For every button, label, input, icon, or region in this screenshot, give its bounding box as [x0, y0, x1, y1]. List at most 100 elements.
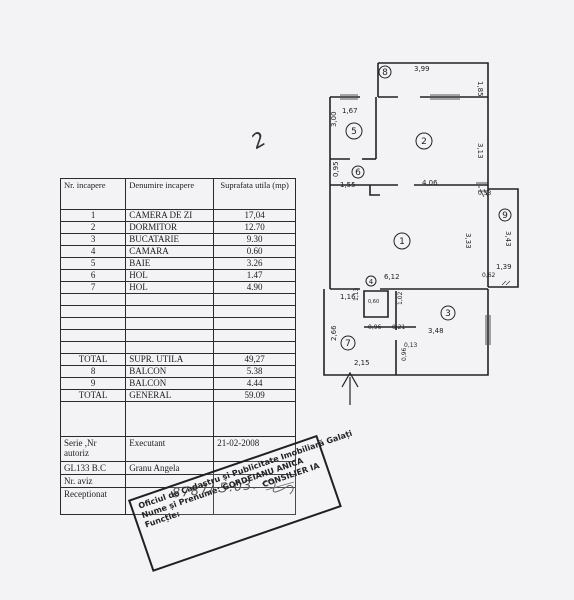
table-row: 2 DORMITOR 12.70: [59, 221, 296, 234]
header-nr: Nr. incapere: [59, 178, 127, 210]
dim-label: 1,67: [342, 107, 358, 115]
room-name: CAMERA DE ZI: [125, 209, 215, 222]
room-name: HOL: [125, 269, 215, 282]
table-row: 6 HOL 1.47: [59, 269, 296, 282]
total-label: TOTAL: [59, 353, 127, 366]
room-area: 3.26: [213, 257, 296, 270]
room-area: 17,04: [213, 209, 296, 222]
dim-label: 2,15: [354, 359, 370, 367]
dim-label: 0,53: [478, 190, 492, 197]
info-row-serie: Serie ,Nr autoriz Executant 21-02-2008: [59, 436, 296, 462]
plan-room-7: 7: [345, 339, 351, 349]
table-row: 5 BAIE 3.26: [59, 257, 296, 270]
room-area: 9.30: [213, 233, 296, 246]
serie-value: GL133 B.C: [59, 461, 127, 475]
total-general-name: GENERAL: [125, 389, 215, 402]
total-util-row: TOTAL SUPR. UTILA 49,27: [59, 353, 296, 366]
room-area: 0.60: [213, 245, 296, 258]
executant-label: Executant: [125, 436, 215, 462]
balcony-area: 5.38: [213, 365, 296, 378]
handwritten-mark: 2: [246, 126, 270, 154]
dim-label: 0,95: [332, 161, 340, 177]
dim-label: 3,13: [476, 143, 484, 159]
room-area: 12.70: [213, 221, 296, 234]
room-nr: 4: [59, 245, 127, 258]
dim-label: 1,55: [340, 181, 356, 189]
total-general-label: TOTAL: [59, 389, 127, 402]
room-nr: 3: [59, 233, 127, 246]
table-blank-row: [59, 329, 296, 342]
table-blank-row: [59, 305, 296, 318]
table-row: 8 BALCON 5.38: [59, 365, 296, 378]
receptionat-label: Receptionat: [59, 487, 127, 515]
table-row: 9 BALCON 4.44: [59, 377, 296, 390]
total-area: 49,27: [213, 353, 296, 366]
dim-label: 3,33: [464, 233, 472, 249]
room-name: CAMARA: [125, 245, 215, 258]
dim-label: 1,16: [340, 293, 356, 301]
dim-label: 0,62: [482, 272, 496, 279]
dim-label: 3,99: [414, 65, 430, 73]
total-name: SUPR. UTILA: [125, 353, 215, 366]
dim-label: 1,39: [496, 263, 512, 271]
dim-label: 6,12: [384, 273, 400, 281]
dim-label: 3,48: [428, 327, 444, 335]
balcony-name: BALCON: [125, 365, 215, 378]
table-row: 4 CAMARA 0.60: [59, 245, 296, 258]
plan-room-9: 9: [502, 211, 508, 221]
table-header-row: Nr. incapere Denumire incapere Suprafata…: [59, 178, 296, 210]
floor-plan: 8 5 2 6 1 9 4 7 3 3,99 1,85 1,67 3,13 3,…: [323, 62, 519, 405]
room-name: BAIE: [125, 257, 215, 270]
room-nr: 1: [59, 209, 127, 222]
serie-label: Serie ,Nr autoriz: [59, 436, 127, 462]
plan-room-1: 1: [399, 237, 405, 247]
table-row: 1 CAMERA DE ZI 17,04: [59, 209, 296, 222]
dim-label: 1,13: [353, 287, 360, 301]
total-general-area: 59.09: [213, 389, 296, 402]
table-row: 3 BUCATARIE 9.30: [59, 233, 296, 246]
room-area: 4.90: [213, 281, 296, 294]
dim-label: 1,02: [397, 291, 404, 305]
balcony-nr: 8: [59, 365, 127, 378]
dim-label: 0,60: [368, 299, 379, 305]
dim-label: 4,06: [422, 179, 438, 187]
info-row-receptionat: Receptionat: [59, 487, 296, 515]
plan-room-8: 8: [382, 68, 388, 78]
signature-scribble: [261, 480, 295, 495]
room-name: HOL: [125, 281, 215, 294]
plan-room-2: 2: [421, 137, 427, 147]
room-nr: 7: [59, 281, 127, 294]
dim-label: 1,85: [476, 81, 484, 97]
table-blank-row: [59, 317, 296, 330]
table-blank-row: [59, 401, 296, 437]
balcony-area: 4.44: [213, 377, 296, 390]
table-blank-row: [59, 293, 296, 306]
dim-label: 0,21: [392, 324, 406, 331]
balcony-nr: 9: [59, 377, 127, 390]
room-area: 1.47: [213, 269, 296, 282]
plan-room-6: 6: [355, 168, 361, 178]
info-row-values: GL133 B.C Granu Angela: [59, 461, 296, 475]
executant-name: Granu Angela: [125, 461, 215, 475]
table-blank-row: [59, 341, 296, 354]
plan-room-3: 3: [445, 309, 451, 319]
room-nr: 2: [59, 221, 127, 234]
room-area-table: Nr. incapere Denumire incapere Suprafata…: [59, 178, 296, 515]
dim-label: 3,43: [504, 231, 512, 247]
room-name: DORMITOR: [125, 221, 215, 234]
balcony-name: BALCON: [125, 377, 215, 390]
dim-label: 2,66: [330, 325, 338, 341]
room-name: BUCATARIE: [125, 233, 215, 246]
dim-label: 0,96: [368, 324, 382, 331]
dim-label: 3,00: [330, 111, 338, 127]
plan-room-4: 4: [369, 278, 374, 286]
total-general-row: TOTAL GENERAL 59.09: [59, 389, 296, 402]
header-name: Denumire incapere: [125, 178, 215, 210]
room-nr: 5: [59, 257, 127, 270]
plan-room-5: 5: [351, 127, 357, 137]
aviz-label: Nr. aviz: [59, 474, 127, 488]
dim-label: 0,13: [404, 342, 418, 349]
table-row: 7 HOL 4.90: [59, 281, 296, 294]
dim-label: 0,96: [401, 347, 408, 361]
